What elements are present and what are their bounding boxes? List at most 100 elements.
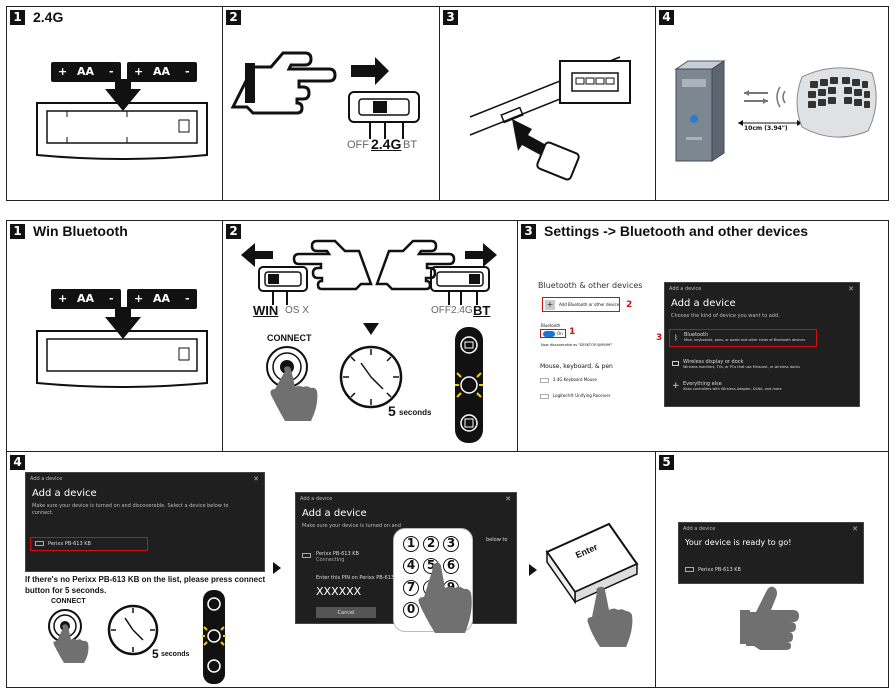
step-number: 1 (10, 224, 25, 239)
enter-key-illustration (545, 522, 639, 647)
mouse-heading: Mouse, keyboard, & pen (540, 363, 613, 370)
battery-left: + AA - (51, 62, 121, 82)
option-desc: Wireless monitors, TVs, or PCs that use … (683, 365, 800, 369)
device-perixx-item[interactable]: Perixx PB-613 KB Connecting (302, 551, 359, 563)
option-bluetooth[interactable]: ᛒ Bluetooth Mice, keyboards, pens, or au… (669, 329, 817, 347)
seconds-number: 5 (152, 647, 159, 661)
dialog-title: Your device is ready to go! (685, 538, 792, 547)
device-item-2[interactable]: Logitech® Unifying Receiver (540, 393, 610, 399)
dialog-bar-label: Add a device (669, 286, 702, 292)
toggle-state: On (557, 331, 563, 336)
switch-label-off: OFF (347, 139, 369, 151)
battery-plus: + (58, 292, 68, 305)
dialog-title: Add a device (671, 298, 736, 309)
bluetooth-toggle[interactable]: On (540, 329, 566, 338)
keyboard-icon (35, 541, 44, 546)
receiver-icon (540, 393, 549, 399)
plus-icon: + (672, 381, 680, 391)
device-name: Perixx PB-613 KB (698, 567, 741, 573)
device-perixx-item: Perixx PB-613 KB (685, 567, 741, 573)
option-title: Bluetooth (684, 332, 709, 338)
battery-label: AA (77, 292, 95, 305)
add-device-dialog-1: Add a device ✕ Add a device Make sure yo… (25, 472, 265, 572)
battery-right: + AA - (127, 62, 197, 82)
battery-label: AA (77, 65, 95, 78)
step-number: 4 (10, 455, 25, 470)
keypad-key[interactable]: 1 (403, 536, 419, 552)
device-name: Logitech® Unifying Receiver (553, 393, 611, 398)
option-wireless-display[interactable]: Wireless display or dock Wireless monito… (669, 359, 800, 369)
panel-bt-step4: 4 Add a device ✕ Add a device Make sure … (6, 451, 656, 688)
option-desc: Xbox controllers with Wireless Adapter, … (683, 387, 782, 391)
connect-note: If there's no Perixx PB-613 KB on the li… (25, 575, 266, 595)
switch-label-bt: BT (403, 139, 418, 151)
step-number: 3 (443, 10, 458, 25)
battery-right: + AA - (127, 289, 197, 309)
close-icon[interactable]: ✕ (848, 285, 854, 293)
pressing-hand-icon (418, 562, 472, 633)
ready-dialog: Add a device ✕ Your device is ready to g… (678, 522, 864, 584)
step-mark-1: 1 (569, 327, 576, 337)
option-everything-else[interactable]: + Everything else Xbox controllers with … (669, 381, 782, 391)
switch-label-win: WIN (253, 303, 279, 318)
seconds-label: seconds (399, 408, 432, 417)
discoverable-text: Now discoverable as "DESKTOP-0JM9J9F" (541, 343, 613, 347)
panel-title: Settings -> Bluetooth and other devices (544, 223, 809, 239)
keypad-key[interactable]: 4 (403, 558, 419, 574)
next-arrow-icon (273, 562, 537, 576)
close-icon[interactable]: ✕ (852, 525, 858, 533)
add-device-button[interactable]: + Add Bluetooth or other device (542, 297, 620, 312)
keypad-key[interactable]: 2 (423, 536, 439, 552)
device-name: Perixx PB-613 KB (48, 541, 91, 547)
battery-minus: - (109, 65, 114, 78)
dialog-subtitle-end: below to (486, 537, 508, 543)
step-mark-2: 2 (626, 300, 633, 310)
pin-code: XXXXXX (316, 585, 362, 598)
keypad-key[interactable]: 3 (443, 536, 459, 552)
option-desc: Mice, keyboards, pens, or audio and othe… (684, 338, 806, 342)
stopwatch-icon (339, 323, 403, 409)
keypad-key[interactable]: 6 (443, 558, 459, 574)
battery-minus: - (185, 292, 190, 305)
panel-2-4g-step3: 3 (439, 6, 656, 201)
computer-tower-icon (674, 60, 726, 162)
dialog-subtitle: Make sure your device is turned on and (302, 523, 401, 529)
connect-label: CONNECT (51, 598, 86, 605)
device-perixx-item[interactable]: Perixx PB-613 KB (30, 537, 148, 551)
dialog-title: Add a device (32, 488, 97, 499)
close-icon[interactable]: ✕ (253, 475, 259, 483)
step-number: 2 (226, 224, 241, 239)
led-indicator-strip-icon (202, 590, 226, 684)
dialog-bar-label: Add a device (683, 526, 716, 532)
battery-compartment-illustration (36, 307, 208, 388)
panel-title: 2.4G (33, 9, 64, 25)
seconds-number: 5 (388, 403, 396, 419)
add-device-dialog: Add a device ✕ Add a device Choose the k… (664, 282, 860, 407)
wireless-signal-icon (738, 86, 802, 126)
thumbs-up-icon (740, 586, 799, 650)
step-number: 2 (226, 10, 241, 25)
bluetooth-icon: ᛒ (674, 334, 679, 342)
stopwatch-icon (107, 604, 159, 656)
close-icon[interactable]: ✕ (505, 495, 511, 503)
pin-prompt: Enter this PIN on Perixx PB-613 KB (316, 575, 403, 581)
monitor-icon (672, 361, 679, 366)
panel-2-4g-step1: 1 2.4G + AA - + AA - (6, 6, 223, 201)
dialog-subtitle: Make sure your device is turned on and d… (32, 503, 229, 516)
toggle-switch-icon (543, 331, 555, 337)
device-item-1[interactable]: 2.4G Keyboard Mouse (540, 377, 597, 383)
panel-2-4g-step4: 4 10cm (3.94") (655, 6, 889, 201)
connect-button-press-illustration (266, 346, 318, 421)
step-number: 5 (659, 455, 674, 470)
panel-2-4g-step2: 2 OFF 2.4G BT (222, 6, 440, 201)
switch-label-osx: OS X (285, 305, 309, 316)
keypad-key[interactable]: 0 (403, 602, 419, 618)
device-name: Perixx PB-613 KB (316, 551, 359, 557)
step-number: 1 (10, 10, 25, 25)
step-number: 4 (659, 10, 674, 25)
cancel-button[interactable]: Cancel (316, 607, 376, 618)
dialog-title: Add a device (302, 508, 367, 519)
keypad-key[interactable]: 7 (403, 580, 419, 596)
step-mark-3: 3 (656, 333, 663, 343)
keyboard-icon (302, 553, 311, 558)
